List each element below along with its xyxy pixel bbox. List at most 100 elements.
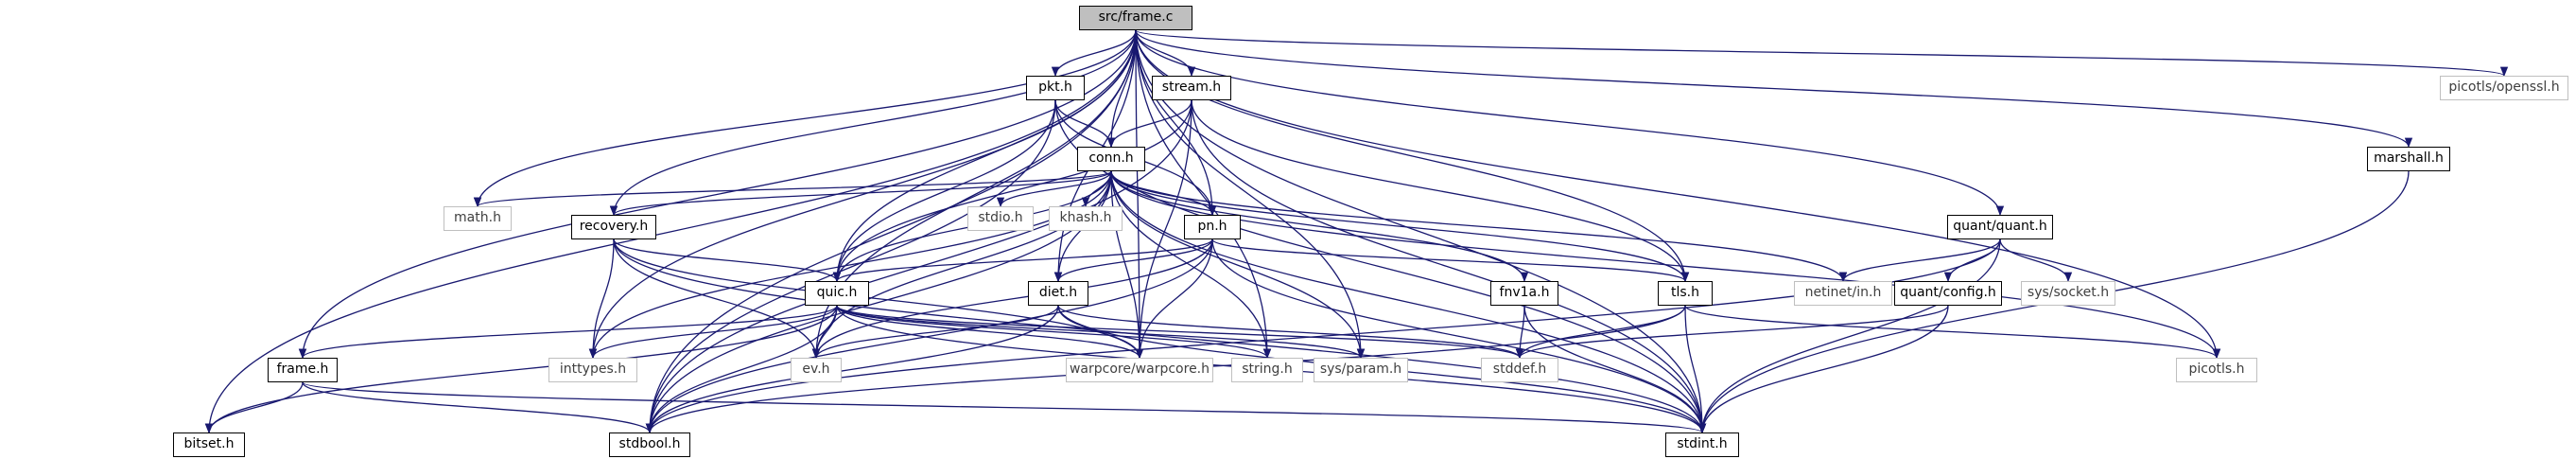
edge-frame_h-stdbool_h	[302, 381, 654, 434]
edge-conn_h-stdint_h	[1110, 170, 1707, 434]
edge-pkt_h-conn_h	[1054, 99, 1116, 149]
node-quant-quant-h[interactable]: quant/quant.h	[1947, 215, 2053, 239]
node-picotls-openssl-h: picotls/openssl.h	[2440, 76, 2568, 100]
edge-pkt_h-stdbool_h	[645, 99, 1056, 434]
edge-pn_h-tls_h	[1211, 238, 1689, 283]
edge-frame_c-quant_quant_h	[1135, 29, 2005, 217]
node-pn-h[interactable]: pn.h	[1184, 215, 1241, 239]
edge-tls_h-stddef_h	[1515, 305, 1686, 360]
edge-diet_h-stdbool_h	[645, 305, 1059, 434]
edge-recovery_h-stdint_h	[613, 238, 1707, 434]
edge-quic_h-inttypes_h	[588, 305, 838, 360]
edge-conn_h-stdio_h	[996, 170, 1112, 208]
edge-tls_h-stdint_h	[1684, 305, 1707, 434]
edge-quic_h-frame_h	[299, 305, 838, 360]
edge-pn_h-quic_h	[833, 238, 1213, 283]
edge-frame_c-math_h	[473, 29, 1137, 208]
edge-frame_c-sys_param_h	[1135, 29, 1366, 360]
edge-frame_c-stdbool_h	[645, 29, 1137, 434]
edge-pkt_h-quic_h	[832, 99, 1056, 283]
node-stdint-h[interactable]: stdint.h	[1665, 433, 1739, 457]
edge-frame_h-bitset_h	[204, 381, 304, 434]
edge-conn_h-math_h	[474, 170, 1112, 208]
node-netinet-in-h: netinet/in.h	[1794, 281, 1892, 306]
edge-recovery_h-quic_h	[613, 238, 842, 283]
edge-conn_h-netinet_in_h	[1110, 170, 1848, 283]
edge-frame_c-pkt_h	[1051, 29, 1137, 78]
edge-frame_c-marshall_h	[1135, 29, 2412, 149]
edge-frame_c-inttypes_h	[588, 29, 1137, 360]
edge-diet_h-ev_h	[811, 305, 1059, 360]
node-tls-h[interactable]: tls.h	[1658, 281, 1713, 306]
edge-fnv1a_h-stdint_h	[1523, 305, 1707, 434]
edge-conn_h-sys_param_h	[1110, 170, 1366, 360]
edge-quic_h-warpcore_h	[836, 305, 1144, 360]
edge-quant_quant_h-quant_config_h	[1943, 238, 2001, 283]
edge-conn_h-tls_h	[1110, 170, 1690, 283]
node-stdio-h: stdio.h	[967, 206, 1034, 231]
edge-frame_c-frame_h	[298, 29, 1137, 360]
edge-quant_quant_h-stdint_h	[1697, 238, 2001, 434]
node-warpcore-h: warpcore/warpcore.h	[1066, 358, 1213, 382]
node-quant-config-h[interactable]: quant/config.h	[1894, 281, 2002, 306]
edge-conn_h-string_h	[1110, 170, 1272, 360]
node-recovery-h[interactable]: recovery.h	[571, 215, 656, 239]
node-sys-param-h: sys/param.h	[1314, 358, 1408, 382]
edge-conn_h-inttypes_h	[588, 170, 1112, 360]
edge-frame_h-stdint_h	[302, 381, 1706, 434]
edge-conn_h-picotls_h	[1110, 170, 2221, 360]
edge-quic_h-string_h	[836, 305, 1272, 360]
edge-quant_quant_h-stdbool_h	[645, 238, 2001, 434]
node-stddef-h: stddef.h	[1481, 358, 1558, 382]
edge-stream_h-stdint_h	[1191, 99, 1707, 434]
edge-pn_h-diet_h	[1053, 238, 1213, 283]
node-quic-h[interactable]: quic.h	[805, 281, 869, 306]
edge-pn_h-ev_h	[811, 238, 1213, 360]
node-fnv1a-h[interactable]: fnv1a.h	[1490, 281, 1558, 306]
edge-pn_h-stdint_h	[1211, 238, 1707, 434]
edge-quant_quant_h-sys_socket_h	[1999, 238, 2073, 283]
node-frame-c[interactable]: src/frame.c	[1079, 6, 1192, 30]
edge-quant_config_h-stdint_h	[1697, 305, 1949, 434]
edge-frame_c-warpcore_h	[1135, 29, 1144, 360]
edge-recovery_h-ev_h	[613, 238, 821, 360]
edge-quant_config_h-stddef_h	[1515, 305, 1949, 360]
node-picotls-h: picotls.h	[2176, 358, 2257, 382]
edge-quic_h-stdbool_h	[645, 305, 838, 434]
edge-quant_quant_h-netinet_in_h	[1838, 238, 2001, 283]
edge-conn_h-recovery_h	[610, 170, 1112, 217]
edge-recovery_h-inttypes_h	[588, 238, 615, 360]
edge-frame_c-picotls_openssl_h	[1135, 29, 2508, 78]
node-inttypes-h: inttypes.h	[548, 358, 637, 382]
edge-stream_h-warpcore_h	[1135, 99, 1192, 360]
edge-frame_c-stdint_h	[1135, 29, 1707, 434]
node-khash-h: khash.h	[1049, 206, 1123, 231]
node-frame-h[interactable]: frame.h	[268, 358, 338, 382]
node-string-h: string.h	[1231, 358, 1303, 382]
edge-quic_h-stddef_h	[836, 305, 1523, 360]
edge-frame_c-bitset_h	[204, 29, 1137, 434]
edge-diet_h-stddef_h	[1057, 305, 1523, 360]
node-pkt-h[interactable]: pkt.h	[1026, 76, 1085, 100]
edge-tls_h-picotls_h	[1684, 305, 2220, 360]
node-math-h: math.h	[444, 206, 512, 231]
node-marshall-h[interactable]: marshall.h	[2367, 147, 2450, 171]
edge-pn_h-warpcore_h	[1135, 238, 1213, 360]
edge-quic_h-bitset_h	[204, 305, 838, 434]
node-diet-h[interactable]: diet.h	[1028, 281, 1088, 306]
edge-stream_h-conn_h	[1106, 99, 1192, 149]
edge-stream_h-quic_h	[832, 99, 1192, 283]
edge-conn_h-fnv1a_h	[1110, 170, 1529, 283]
edge-conn_h-warpcore_h	[1110, 170, 1144, 360]
node-conn-h[interactable]: conn.h	[1077, 147, 1145, 171]
node-sys-socket-h: sys/socket.h	[2021, 281, 2115, 306]
edge-pn_h-stdbool_h	[645, 238, 1213, 434]
node-stream-h[interactable]: stream.h	[1152, 76, 1231, 100]
node-bitset-h[interactable]: bitset.h	[173, 433, 245, 457]
node-stdbool-h[interactable]: stdbool.h	[609, 433, 690, 457]
edge-frame_c-recovery_h	[609, 29, 1137, 217]
edge-frame_c-string_h	[1135, 29, 1272, 360]
node-ev-h: ev.h	[791, 358, 842, 382]
